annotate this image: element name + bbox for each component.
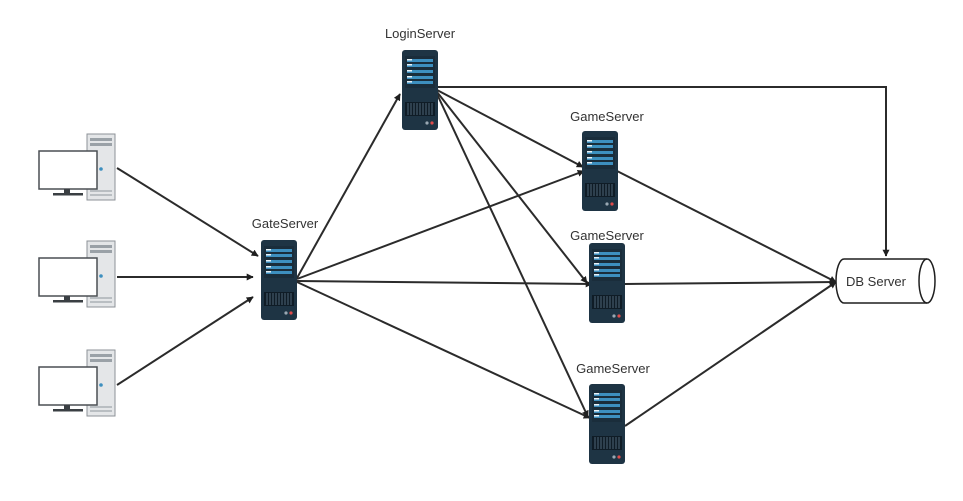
edge-login-game3 xyxy=(436,93,589,418)
gate-server-label: GateServer xyxy=(252,216,319,231)
server-icon xyxy=(401,49,439,131)
server-icon xyxy=(581,130,619,212)
login-server-label: LoginServer xyxy=(385,26,456,41)
connections xyxy=(116,86,890,427)
server-icon xyxy=(260,239,298,321)
edge-login-game1 xyxy=(436,89,584,168)
edge-login-db xyxy=(437,86,890,257)
server-icon xyxy=(588,383,626,465)
db-server: DB Server xyxy=(835,258,936,304)
edge-gate-login xyxy=(296,93,401,279)
gate-server: GateServer xyxy=(252,216,319,321)
server-icon xyxy=(588,242,626,324)
desktop-pc-icon xyxy=(38,349,116,417)
game-server-1-label: GameServer xyxy=(570,109,644,124)
login-server: LoginServer xyxy=(385,26,456,131)
desktop-pc-icon xyxy=(38,133,116,201)
client-pc-1 xyxy=(38,133,116,201)
game-server-3-label: GameServer xyxy=(576,361,650,376)
edge-client3-gate xyxy=(116,296,254,386)
edge-game1-db xyxy=(616,170,837,283)
game-server-3: GameServer xyxy=(576,361,651,465)
client-pc-2 xyxy=(38,240,116,308)
edge-gate-game1 xyxy=(296,169,585,280)
edge-gate-game3 xyxy=(296,281,591,419)
desktop-pc-icon xyxy=(38,240,116,308)
edge-game3-db xyxy=(624,281,837,427)
edge-login-game2 xyxy=(436,91,588,284)
database-cylinder-end xyxy=(918,258,928,304)
client-pc-3 xyxy=(38,349,116,417)
edge-game2-db xyxy=(624,278,837,286)
game-server-2: GameServer xyxy=(570,228,645,324)
edge-client1-gate xyxy=(116,167,259,257)
game-server-2-label: GameServer xyxy=(570,228,644,243)
edge-gate-game2 xyxy=(296,280,593,288)
game-server-1: GameServer xyxy=(570,109,645,212)
db-server-label: DB Server xyxy=(846,274,907,289)
